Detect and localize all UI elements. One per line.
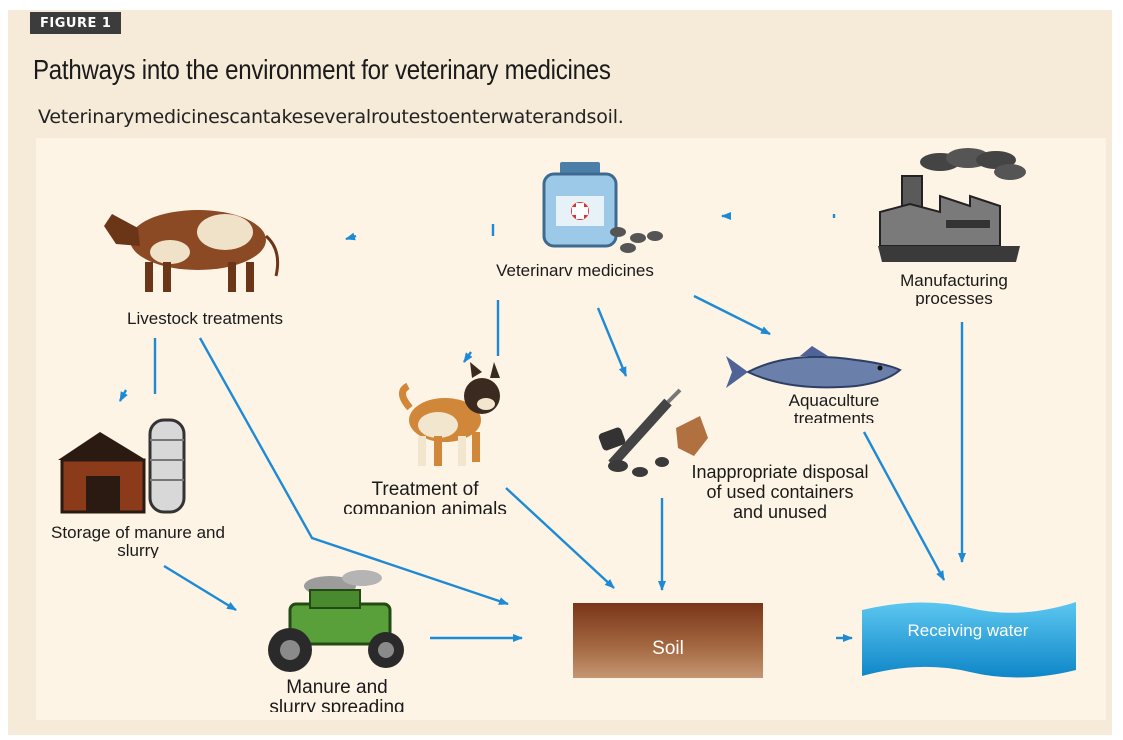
arrow-to-storage-marker [118, 389, 128, 402]
soil-box: Soil [573, 603, 763, 678]
arrow-to-companion-marker [463, 351, 473, 363]
cow-icon [104, 210, 280, 292]
arrow-companion-to-soil [505, 487, 615, 589]
water-wave-shape [862, 602, 1076, 678]
barn-icon [58, 418, 186, 514]
figure-badge: FIGURE 1 [30, 12, 122, 34]
medicine-bottle-icon [542, 162, 663, 253]
arrow-vet-to-disposal [596, 307, 628, 377]
factory-icon [878, 148, 1026, 262]
aquaculture-label: Aquaculture treatments [788, 392, 880, 423]
arrows [118, 212, 966, 642]
disposal-label: Inappropriate disposal of used container… [691, 462, 869, 523]
spreading-label: Manure and slurry spreading [269, 678, 405, 712]
dog-icon [399, 362, 500, 466]
figure-subtitle: Veterinarymedicinescantakeseveralroutest… [38, 106, 624, 128]
figure-title: Pathways into the environment for veteri… [33, 54, 611, 85]
manufacturing-label: Manufacturing processes [900, 272, 1008, 306]
storage-label: Storage of manure and slurry [51, 524, 225, 558]
water-label: Receiving water [907, 622, 1029, 640]
arrow-to-livestock-marker [345, 232, 357, 241]
arrow-livestock-to-soil [198, 337, 509, 606]
fish-icon [726, 346, 902, 389]
syringe-waste-icon [598, 388, 708, 477]
arrow-aquaculture-to-water [862, 431, 946, 581]
tractor-icon [268, 570, 404, 672]
arrow-storage-to-spreading [163, 564, 237, 612]
vet-medicines-label: Veterinarv medicines [496, 262, 654, 280]
receiving-water-box: Receiving water [858, 598, 1078, 680]
soil-label: Soil [652, 638, 684, 659]
livestock-label: Livestock treatments [127, 310, 283, 328]
companion-label: Treatment of companion animals [343, 480, 507, 514]
arrow-vet-to-aquaculture [693, 294, 771, 336]
